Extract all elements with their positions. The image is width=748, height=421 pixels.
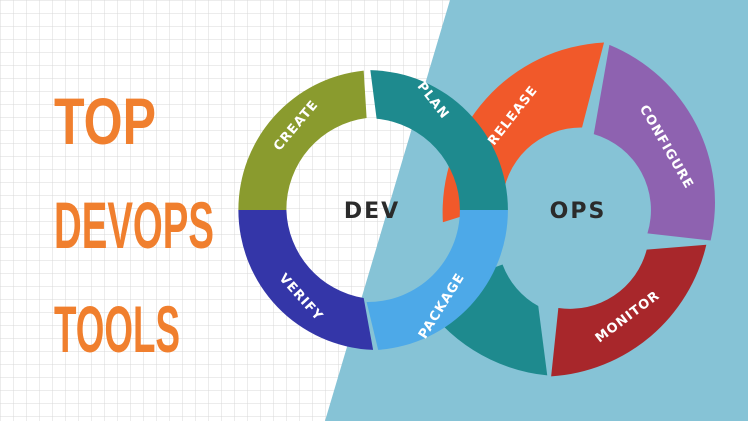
segment-verify	[238, 210, 374, 350]
dev-loop	[238, 70, 508, 350]
ops-hub-label: OPS	[550, 199, 607, 224]
segment-plan	[370, 70, 508, 210]
segment-package	[366, 210, 508, 350]
segment-create	[238, 70, 367, 211]
headline: TOP DEVOPS TOOLS	[54, 84, 214, 366]
headline-tools: TOOLS	[54, 292, 180, 366]
headline-top: TOP	[54, 84, 156, 158]
segment-monitor	[551, 244, 707, 377]
headline-devops: DEVOPS	[54, 188, 214, 262]
dev-hub-label: DEV	[344, 199, 400, 224]
segment-configure	[593, 44, 715, 241]
